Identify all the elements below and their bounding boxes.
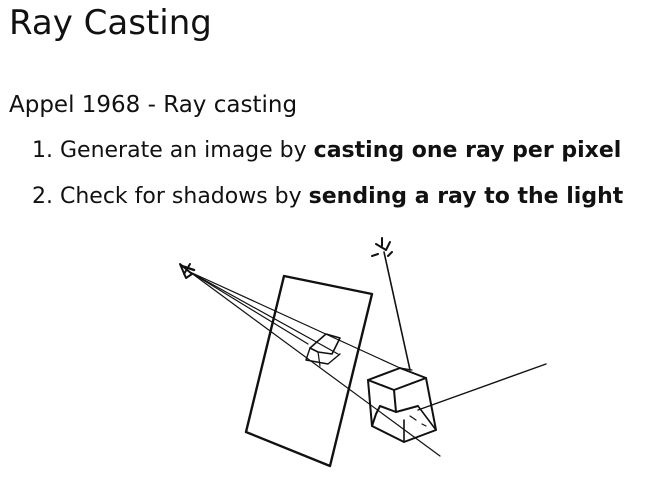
eye-rays (189, 271, 441, 457)
eye-icon (179, 263, 196, 279)
subheading: Appel 1968 - Ray casting (9, 92, 298, 118)
projected-box (305, 333, 341, 367)
ray-casting-figure (160, 230, 560, 492)
list-text-bold: sending a ray to the light (308, 184, 624, 209)
list-text: Generate an image by (60, 138, 307, 163)
image-plane (244, 274, 374, 468)
box-object (367, 367, 437, 443)
light-source-icon (371, 237, 393, 257)
list-number: 2. (32, 184, 53, 209)
ray-casting-sketch (179, 237, 547, 468)
slide-title: Ray Casting (9, 3, 212, 43)
list-text: Check for shadows by (60, 184, 302, 209)
list-number: 1. (32, 138, 53, 163)
list-text-bold: casting one ray per pixel (313, 138, 622, 163)
shadow-ray (383, 251, 411, 371)
list-item: 1. Generate an image by casting one ray … (32, 138, 621, 163)
list-item: 2. Check for shadows by sending a ray to… (32, 184, 623, 209)
reflected-ray (417, 363, 547, 411)
